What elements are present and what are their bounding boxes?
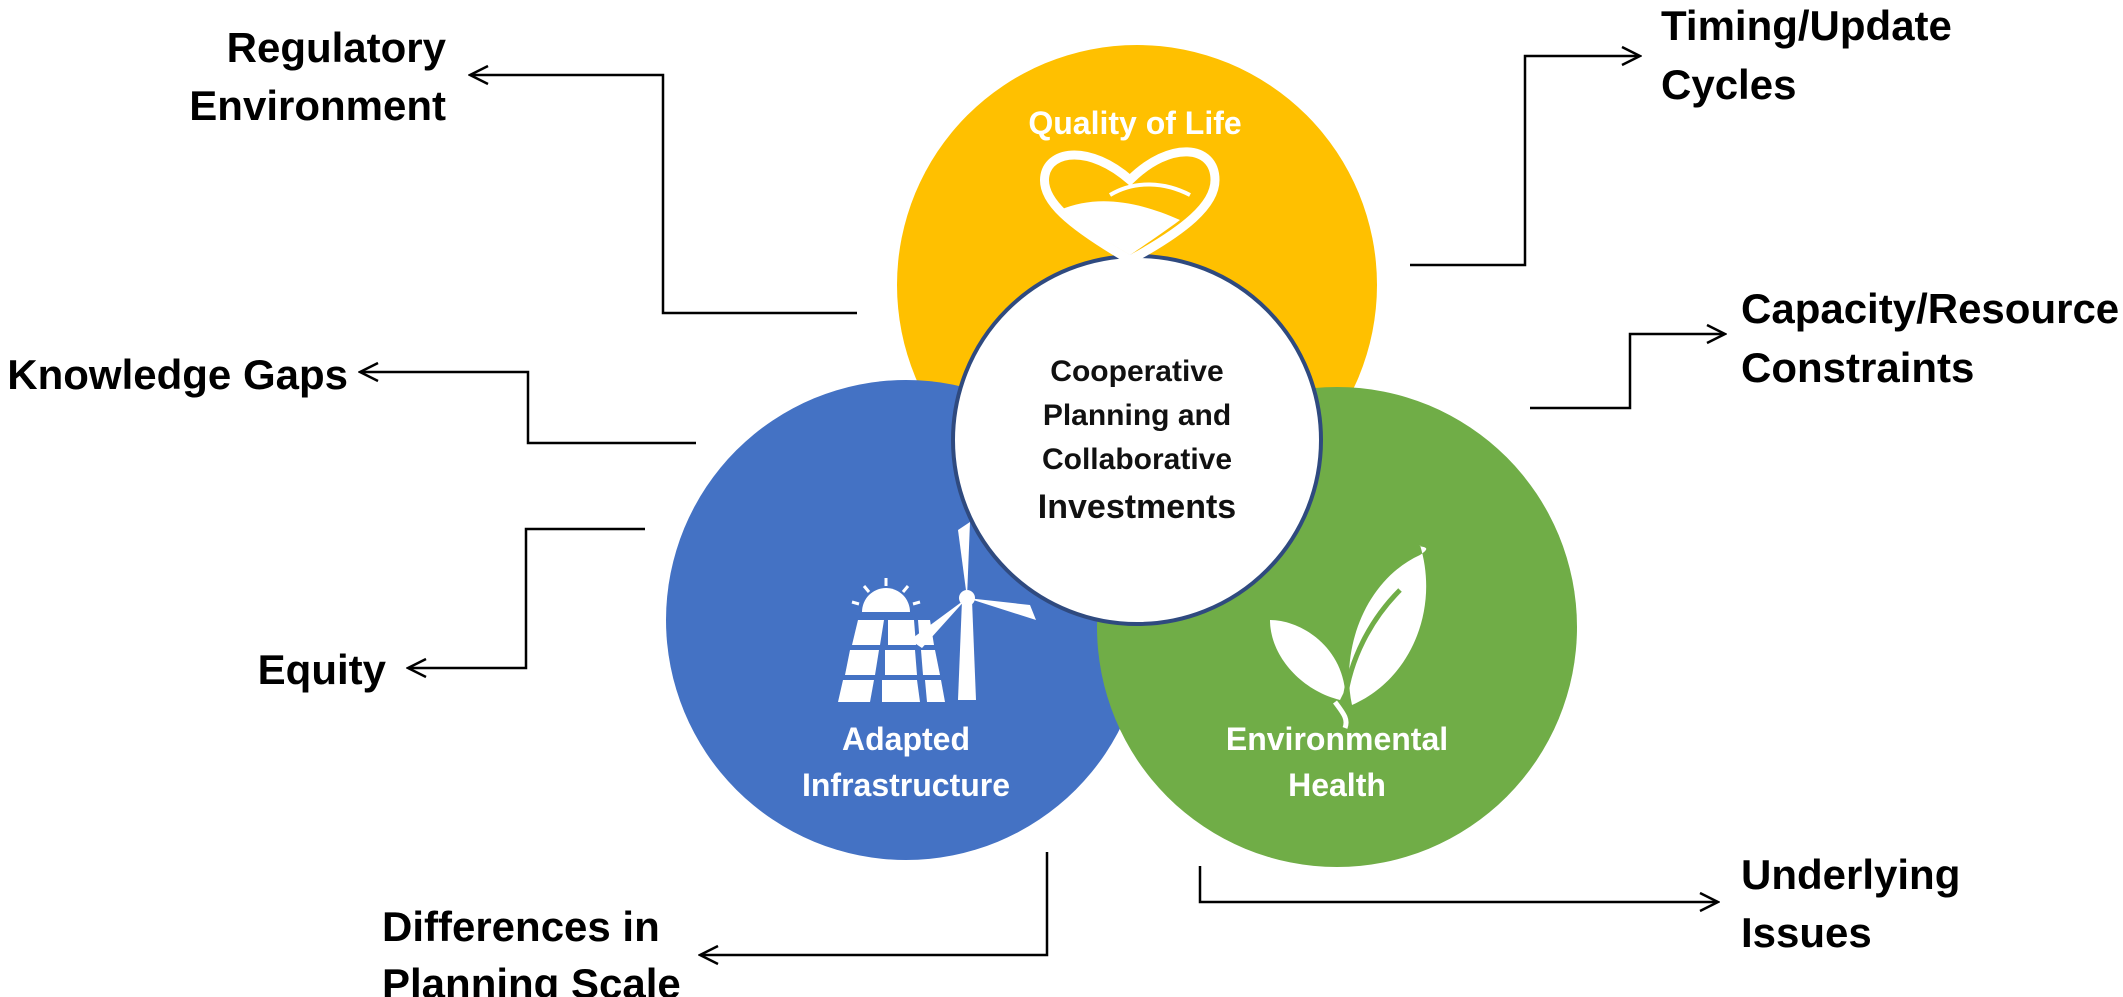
label-planning-scale-line1: Differences in — [382, 903, 660, 950]
center-label-line2: Planning and — [1043, 399, 1231, 432]
leaves-icon — [1270, 545, 1427, 729]
environmental-health-label-line1: Environmental — [1226, 721, 1448, 757]
arrow-timing — [1410, 56, 1640, 267]
label-timing-line1: Timing/Update — [1661, 2, 1952, 49]
arrow-equity — [408, 527, 645, 668]
center-label-line1: Cooperative — [1050, 355, 1223, 388]
center-label-line3: Collaborative — [1042, 443, 1232, 476]
arrow-planning-scale — [700, 852, 1049, 955]
adapted-infrastructure-label-line2: Infrastructure — [802, 767, 1010, 803]
label-timing-line2: Cycles — [1661, 61, 1796, 108]
arrow-regulatory — [470, 75, 857, 315]
center-circle — [951, 254, 1323, 626]
quality-of-life-label: Quality of Life — [1028, 105, 1241, 141]
label-capacity-line1: Capacity/Resource — [1741, 285, 2119, 332]
label-planning-scale-line2: Planning Scale — [382, 960, 681, 997]
label-regulatory-line1: Regulatory — [227, 24, 447, 71]
environmental-health-label-line2: Health — [1288, 767, 1386, 803]
label-regulatory-line2: Environment — [189, 82, 446, 129]
arrow-capacity — [1530, 334, 1725, 410]
label-capacity-line2: Constraints — [1741, 344, 1974, 391]
center-label-line4: Investments — [1038, 488, 1236, 526]
adapted-infrastructure-label-line1: Adapted — [842, 721, 970, 757]
arrow-underlying — [1198, 866, 1718, 902]
arrow-knowledge-gaps — [360, 372, 696, 445]
label-knowledge-gaps: Knowledge Gaps — [7, 351, 348, 398]
label-underlying-line1: Underlying — [1741, 851, 1960, 898]
label-underlying-line2: Issues — [1741, 909, 1872, 956]
heart-leaf-icon — [1039, 147, 1220, 266]
solar-wind-icon — [838, 522, 1036, 702]
label-equity: Equity — [258, 646, 387, 693]
